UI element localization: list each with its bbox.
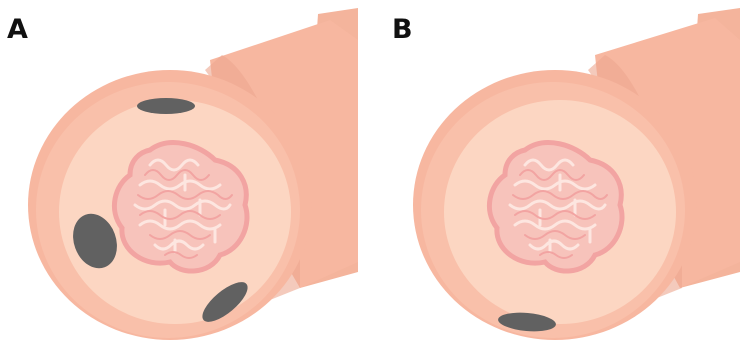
blob-top (137, 98, 195, 114)
villi-mass (489, 143, 622, 271)
panel-label-a: A (7, 14, 28, 45)
tube-cross-section-a (0, 0, 370, 347)
panel-a: A (0, 0, 370, 347)
tube-cross-section-b (370, 0, 740, 347)
villi-mass (114, 143, 247, 271)
panel-label-b: B (392, 14, 413, 45)
panel-b: B (370, 0, 740, 347)
